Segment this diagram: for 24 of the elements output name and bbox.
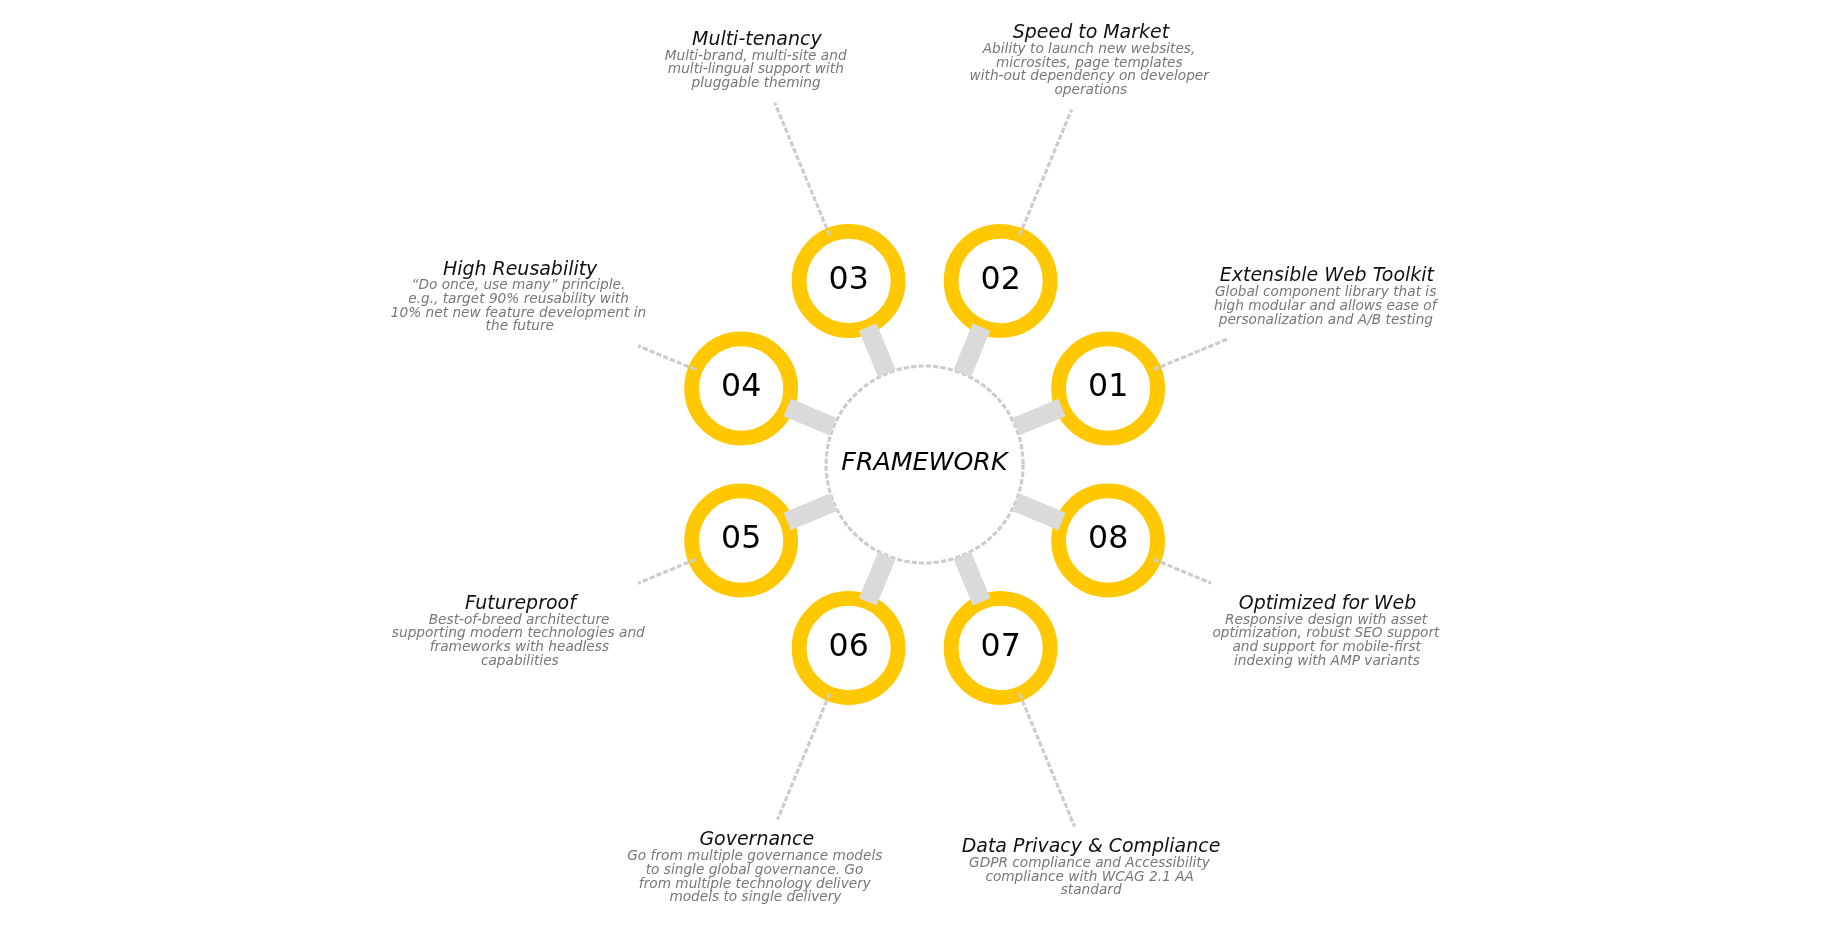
connector (1152, 337, 1228, 371)
node-text: Optimized for Web Responsive design with asset optimization, robust SEO support and support for mobile-first indexing with AMP variants (1211, 590, 1439, 668)
node-text: Futureproof Best-of-breed architecture supporting modern technologies and frameworks with headless capabilities (391, 590, 645, 668)
node-circle: 06 (791, 591, 905, 705)
node-circle: FRAMEWORK (824, 364, 1025, 565)
node-text: Multi-tenancy Multi-brand, multi-site and multi-lingual support with pluggable theming (664, 26, 847, 91)
node-circle: 03 (791, 224, 905, 338)
node-text: Speed to Market Ability to launch new websites, microsites, page templates with-out dependency on developer operations (969, 20, 1209, 97)
connector (772, 101, 831, 236)
node-circle: 05 (683, 483, 798, 598)
connector (1152, 558, 1212, 585)
connector (775, 693, 831, 821)
node-text: Data Privacy & Compliance GDPR compliance and Accessibility compliance with WCAG 2.1 AA standard (961, 834, 1220, 898)
node-circle: 02 (943, 224, 1057, 338)
connector (1017, 693, 1076, 828)
connector (636, 344, 696, 371)
node-circle: 08 (1050, 483, 1165, 598)
node-circle: 07 (943, 591, 1057, 705)
node-circle: 04 (683, 331, 798, 446)
connector (636, 558, 696, 585)
node-text: High Reusability “Do once, use many” principle. e.g., target 90% reusability with 10% net new feature development in the future (390, 256, 646, 334)
node-circle: 01 (1050, 331, 1165, 446)
connector (1017, 108, 1073, 236)
node-text: Governance Go from multiple governance models to single global governance. Go from multiple technology delivery models to single delivery (626, 827, 882, 905)
